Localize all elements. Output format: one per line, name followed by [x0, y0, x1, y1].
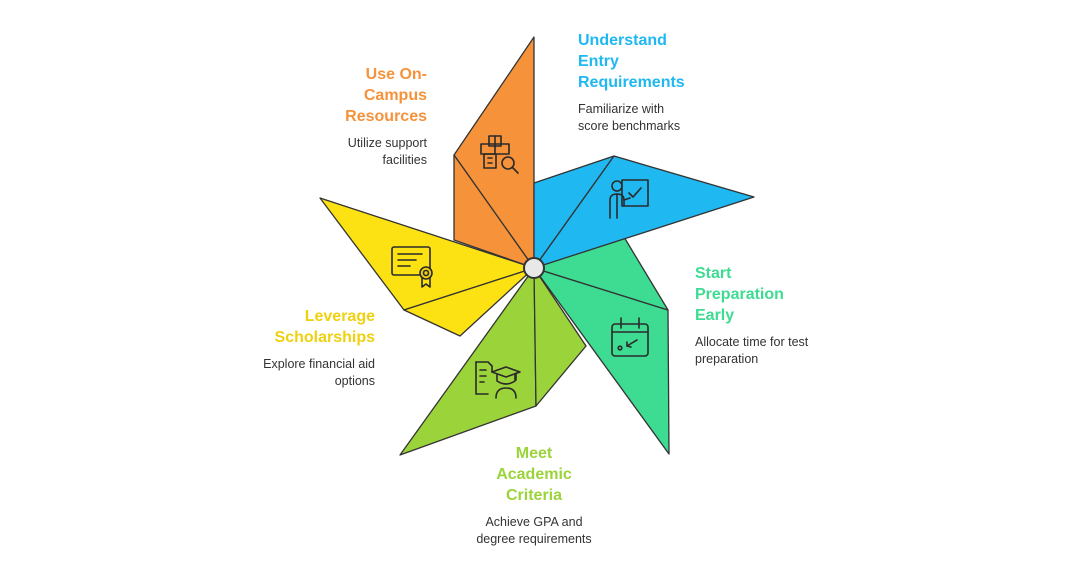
step-description: Utilize support facilities: [347, 136, 427, 167]
building-search-icon: [480, 135, 519, 174]
blade-leverage-scholarships: [319, 197, 535, 337]
certificate-icon: [391, 246, 433, 288]
calendar-icon: [611, 317, 649, 357]
step-title: Use On- Campus Resources: [345, 66, 427, 125]
teacher-checkboard-icon: [609, 179, 649, 219]
step-description: Allocate time for test preparation: [695, 335, 809, 366]
step-description: Explore financial aid options: [263, 357, 375, 388]
label-meet-academic: Meet Academic Criteria Achieve GPA and d…: [448, 443, 620, 548]
step-title: Meet Academic Criteria: [496, 445, 572, 504]
step-title: Understand Entry Requirements: [578, 32, 685, 91]
blade-meet-academic: [399, 267, 587, 456]
label-use-resources: Use On- Campus Resources Utilize support…: [267, 64, 427, 169]
step-description: Familiarize with score benchmarks: [578, 102, 681, 133]
blade-use-resources: [453, 36, 535, 269]
label-understand-entry: Understand Entry Requirements Familiariz…: [578, 30, 685, 135]
step-title: Start Preparation Early: [695, 265, 784, 324]
label-leverage-scholarships: Leverage Scholarships Explore financial …: [215, 306, 375, 390]
step-description: Achieve GPA and degree requirements: [476, 515, 592, 546]
graduate-document-icon: [475, 361, 521, 399]
step-title: Leverage Scholarships: [274, 308, 375, 346]
blade-understand-entry: [533, 155, 755, 269]
hub-circle: [523, 257, 545, 279]
blade-start-prep: [533, 236, 670, 455]
label-start-prep: Start Preparation Early Allocate time fo…: [695, 263, 808, 368]
